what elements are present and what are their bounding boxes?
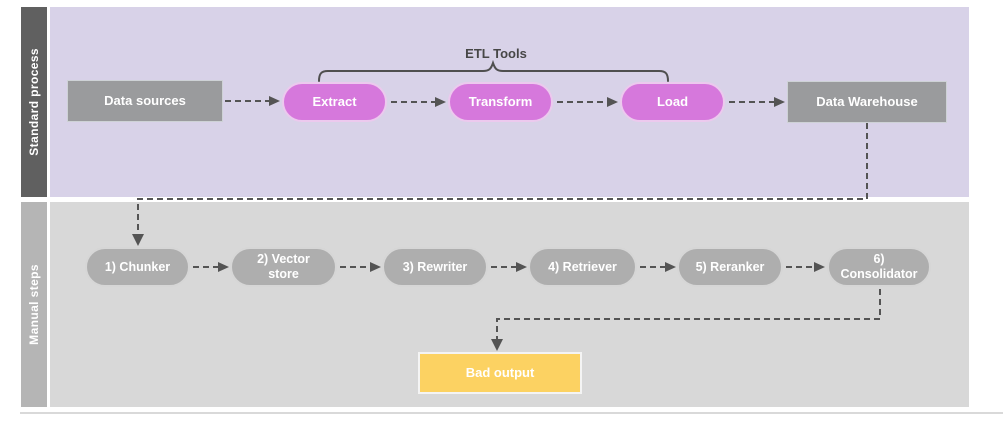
- node-load: Load: [620, 82, 725, 122]
- lane-standard-process-label: Standard process: [27, 48, 41, 156]
- node-extract: Extract: [282, 82, 387, 122]
- node-consolidator: 6) Consolidator: [827, 247, 931, 287]
- node-reranker: 5) Reranker: [677, 247, 783, 287]
- node-vector-store: 2) Vector store: [230, 247, 337, 287]
- lane-manual-steps-header: Manual steps: [21, 202, 47, 407]
- lane-manual-steps-label: Manual steps: [27, 264, 41, 345]
- node-chunker: 1) Chunker: [85, 247, 190, 287]
- node-rewriter: 3) Rewriter: [382, 247, 488, 287]
- node-retriever: 4) Retriever: [528, 247, 637, 287]
- page-edge-divider: [20, 412, 1003, 414]
- node-data-warehouse: Data Warehouse: [787, 81, 947, 123]
- node-transform: Transform: [448, 82, 553, 122]
- etl-tools-group-label: ETL Tools: [465, 46, 527, 61]
- node-data-sources: Data sources: [67, 80, 223, 122]
- lane-standard-process-header: Standard process: [21, 7, 47, 197]
- node-bad-output: Bad output: [418, 352, 582, 394]
